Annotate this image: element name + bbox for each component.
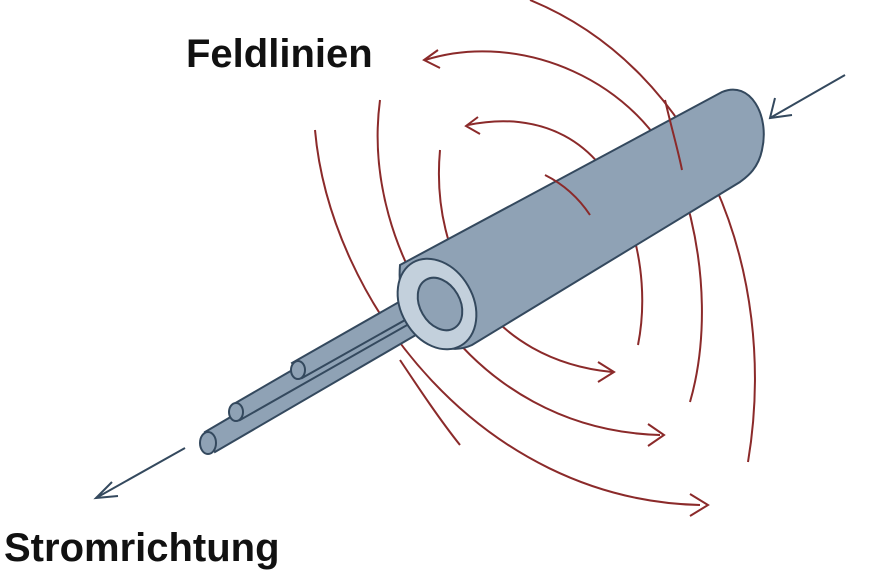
arrow-icon bbox=[769, 74, 846, 119]
arrowhead-icon bbox=[464, 116, 481, 135]
field-lines-front bbox=[399, 99, 683, 446]
wire-2-end bbox=[228, 402, 244, 422]
arrowhead-icon bbox=[768, 97, 793, 120]
field-arrowheads bbox=[422, 49, 710, 517]
cable-tube bbox=[396, 88, 765, 351]
cable-inner-hole bbox=[416, 276, 464, 332]
current-direction-label: Stromrichtung bbox=[4, 526, 280, 570]
wire-3-end bbox=[290, 360, 306, 380]
arrow-icon bbox=[95, 447, 186, 499]
arrowhead-icon bbox=[93, 481, 119, 500]
current-arrows bbox=[93, 74, 846, 500]
field-line-front-1 bbox=[544, 174, 591, 216]
coaxial-cable-diagram bbox=[93, 0, 846, 517]
field-line-front-3 bbox=[399, 359, 461, 446]
wire-1-end bbox=[199, 431, 217, 455]
arrowhead-icon bbox=[597, 361, 616, 383]
arrowhead-icon bbox=[689, 493, 710, 517]
field-lines-label: Feldlinien bbox=[186, 32, 373, 76]
field-line-front-2 bbox=[664, 99, 683, 171]
arrowhead-icon bbox=[422, 49, 441, 69]
arrowhead-icon bbox=[647, 423, 666, 447]
field-line-ring-4 bbox=[314, 129, 701, 506]
